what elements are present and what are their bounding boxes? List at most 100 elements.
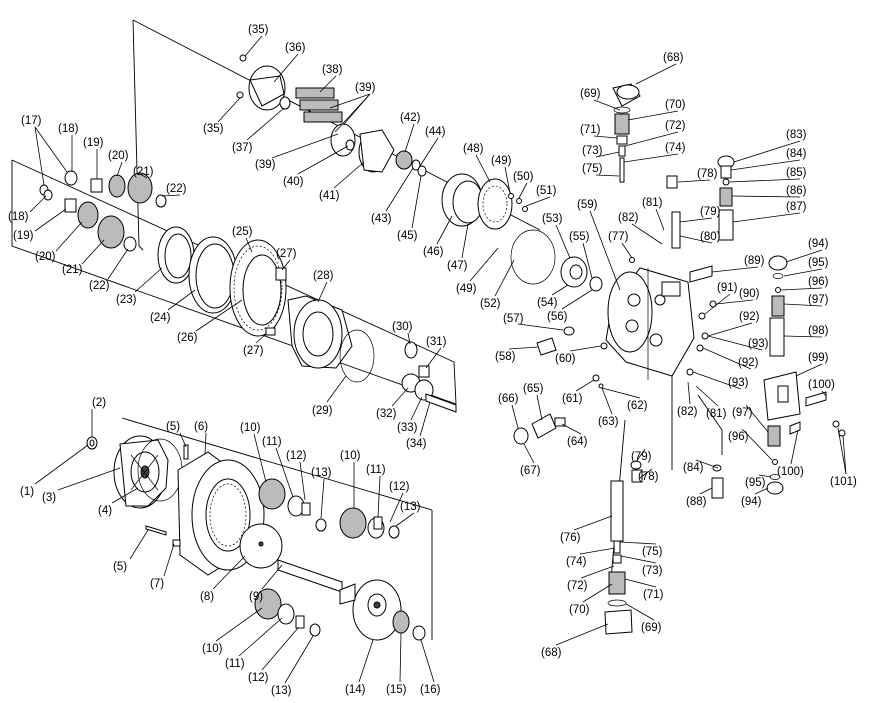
brake-piston-inner [482,185,508,223]
callout-c91: (91) [717,282,738,294]
callout-c21a: (21) [133,166,154,178]
callout-c69a: (69) [580,88,601,100]
top-plane-left-edge [132,19,144,251]
callout-c5b: (5) [113,561,127,573]
o-ring-part-52 [510,229,556,285]
callout-c35a: (35) [248,24,269,36]
callout-c40: (40) [283,176,304,188]
main-bearing-rollers [233,245,283,331]
bottom-plane-top-edge [121,417,433,511]
callout-c35b: (35) [203,123,224,135]
middle-assembly [39,170,457,413]
callout-c65: (65) [523,383,544,395]
callout-c1: (1) [20,486,34,498]
callout-c20a: (20) [108,150,129,162]
bearing-set-lower [43,189,137,252]
callout-leaders [29,35,847,684]
o-ring-part-57 [563,326,575,336]
valve-block-assembly [513,83,846,635]
callout-c15: (15) [386,684,407,696]
callout-c93b: (93) [728,377,749,389]
bearing-set-upper [39,170,167,208]
spring-part-51 [522,206,528,212]
callout-c29: (29) [312,405,333,417]
callout-c90: (90) [739,288,760,300]
callout-c64: (64) [567,436,588,448]
valve-block-body-part-59 [605,267,695,380]
callout-c30: (30) [392,321,413,333]
callout-c39a: (39) [355,82,376,94]
callout-c75b: (75) [642,546,663,558]
valve-axis-right [697,394,723,455]
callout-c73b: (73) [642,565,663,577]
callout-c84b: (84) [683,462,704,474]
callout-c97b: (97) [732,407,753,419]
callout-c96a: (96) [808,276,829,288]
callout-c14: (14) [345,684,366,696]
plug-part-101b [838,429,846,437]
callout-c11b: (11) [366,464,386,476]
callout-c78b: (78) [638,471,659,483]
callout-c49a: (49) [491,155,512,167]
ring-part-23-inner [164,233,192,279]
callout-c92b: (92) [738,357,759,369]
callout-c5a: (5) [166,421,180,433]
plug-part-101a [832,420,840,428]
callout-c36: (36) [285,42,306,54]
pin-part-5b [145,525,167,536]
spring-part-50 [516,198,522,204]
callout-c12a: (12) [286,450,307,462]
callout-c23: (23) [116,294,137,306]
relief-valve-lower [604,480,633,635]
assembly-plane-outlines [11,19,723,640]
callout-c67: (67) [520,465,541,477]
callout-c100b: (100) [777,466,804,478]
callout-c10c: (10) [202,643,223,655]
pin-part-35a [239,54,247,62]
callout-c26: (26) [177,332,198,344]
snap-ring-part-45 [417,165,427,177]
callout-c16: (16) [420,684,441,696]
callout-c20b: (20) [35,251,56,263]
callout-c52: (52) [480,298,501,310]
callout-c89: (89) [744,255,765,267]
callout-c24: (24) [150,312,171,324]
callout-c74b: (74) [566,556,587,568]
pressure-valve-parts-94-98 [766,255,788,495]
bolt-part-1 [86,436,98,450]
callout-c72a: (72) [665,120,686,132]
callout-c68b: (68) [541,647,562,659]
bottom-assembly [86,435,426,641]
callout-c7: (7) [150,578,164,590]
callout-c99: (99) [808,352,829,364]
callout-c79b: (79) [631,451,652,463]
callout-c82b: (82) [677,406,698,418]
cover-plate-part-99-boss [777,385,789,403]
bolt-part-100a [805,391,827,407]
callout-c22b: (22) [89,280,110,292]
plug-part-55 [589,276,603,292]
callout-c73a: (73) [582,145,603,157]
bolt-part-89 [689,265,713,283]
pin-part-35b [236,91,244,99]
end-cover-part-3 [113,435,169,509]
washer-part-43 [411,159,421,171]
callout-c74a: (74) [665,142,686,154]
callout-c49b: (49) [456,283,477,295]
callout-c81b: (81) [706,408,727,420]
callout-c13b: (13) [400,501,421,513]
callout-c69b: (69) [641,622,662,634]
plug-part-63 [598,383,604,389]
callout-c68a: (68) [663,52,684,64]
callout-c12b: (12) [389,481,410,493]
callout-c61: (61) [562,393,583,405]
planet-gear-set-b [339,507,400,539]
spring-part-49 [508,193,514,199]
callout-c94a: (94) [808,238,829,250]
callout-c77: (77) [608,231,629,243]
callout-c86: (86) [786,185,807,197]
callout-c11c: (11) [225,658,245,670]
callout-c53: (53) [542,213,563,225]
callout-c47: (47) [447,260,468,272]
callout-c57: (57) [503,313,524,325]
